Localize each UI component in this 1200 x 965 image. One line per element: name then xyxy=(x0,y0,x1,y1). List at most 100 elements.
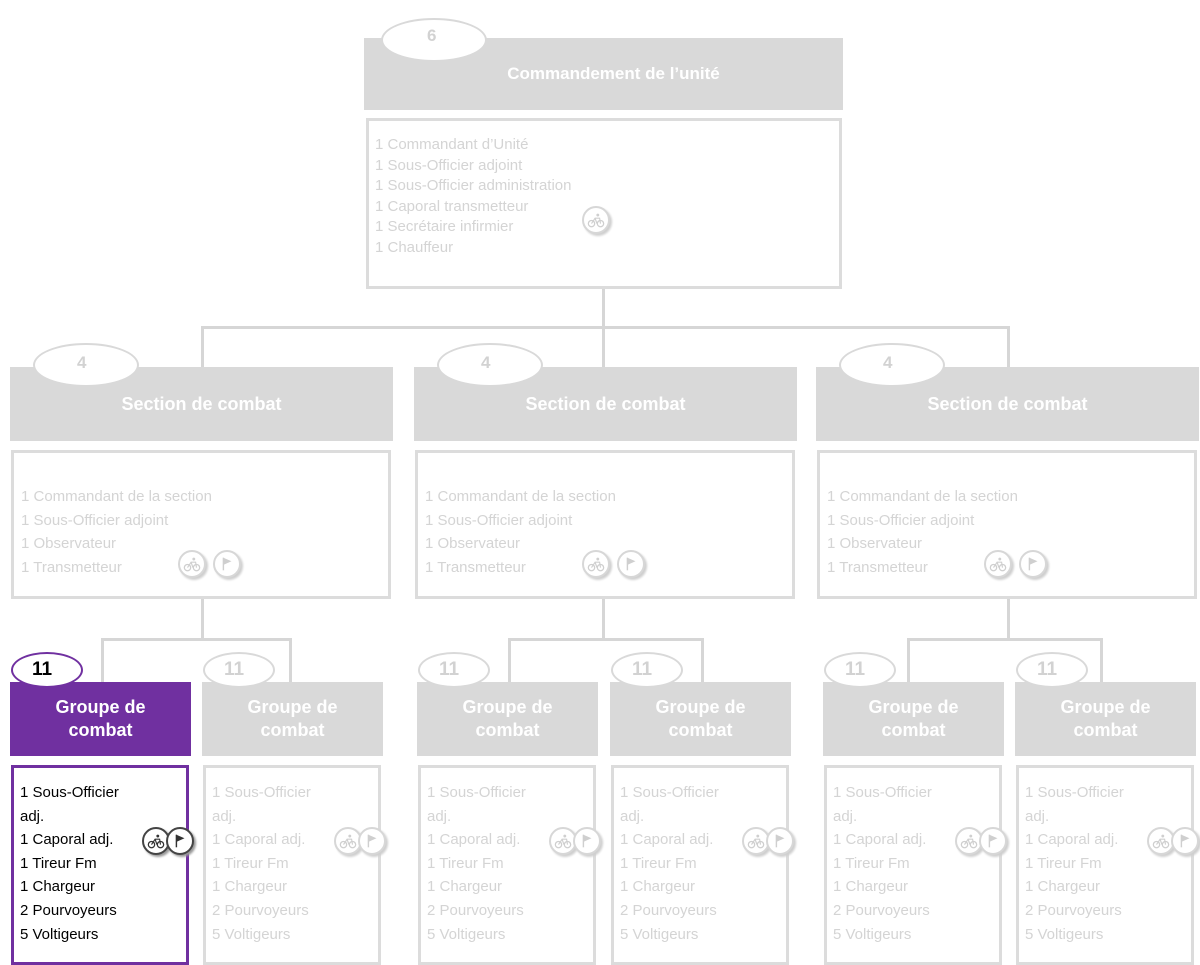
group-header: Groupe de combat xyxy=(202,682,383,756)
section-line: 1 Sous-Officier adjoint xyxy=(827,511,975,529)
group-title-line: Groupe de xyxy=(462,697,553,717)
connector-section-1-down xyxy=(201,598,204,640)
bicycle-icon xyxy=(582,206,610,234)
command-line: 1 Secrétaire infirmier xyxy=(375,218,514,236)
connector-section-2 xyxy=(602,326,605,368)
connector-section-3 xyxy=(1007,326,1010,368)
section-count: 4 xyxy=(77,353,87,372)
group-title-line: Groupe de xyxy=(868,697,959,717)
section-line: 1 Commandant de la section xyxy=(827,488,1018,505)
group-line: 2 Pourvoyeurs xyxy=(620,901,717,919)
group-line: 2 Pourvoyeurs xyxy=(1025,901,1122,919)
section-count: 4 xyxy=(883,353,893,372)
command-body: 1 Commandant d’Unité 1 Sous-Officier adj… xyxy=(366,118,842,289)
connector-section-3-down xyxy=(1007,598,1010,640)
section-count-badge: 4 xyxy=(33,343,139,387)
group-title-line: combat xyxy=(260,720,325,740)
group-count-badge: 11 xyxy=(1016,652,1088,688)
group-line: 1 Caporal adj. xyxy=(1025,831,1119,849)
flag-icon xyxy=(1171,827,1199,855)
section-line: 1 Observateur xyxy=(827,535,923,553)
group-line: 1 Tireur Fm xyxy=(620,854,697,872)
command-count: 6 xyxy=(427,26,437,45)
group-title-line: Groupe de xyxy=(247,697,338,717)
group-line: 1 Chargeur xyxy=(427,878,503,896)
connector-groups-3-h xyxy=(907,638,1103,641)
group-count-badge: 11 xyxy=(11,652,83,688)
command-line: 1 Chauffeur xyxy=(375,238,454,256)
section-line: 1 Sous-Officier adjoint xyxy=(425,511,573,529)
group-body: 1 Sous-Officier adj. 1 Caporal adj. 1 Tireu… xyxy=(611,765,789,965)
bicycle-icon xyxy=(142,827,170,855)
group-line: 1 Sous-Officier xyxy=(212,784,311,801)
group-line: 5 Voltigeurs xyxy=(20,925,99,943)
group-title-line: combat xyxy=(881,720,946,740)
group-line: adj. xyxy=(833,807,858,825)
group-header: Groupe de combat xyxy=(417,682,598,756)
group-line: 1 Sous-Officier xyxy=(1025,784,1124,801)
group-line: 2 Pourvoyeurs xyxy=(212,901,309,919)
connector-group-6 xyxy=(1100,638,1103,682)
group-count-badge: 11 xyxy=(203,652,275,688)
group-title-line: Groupe de xyxy=(55,697,146,717)
section-line: 1 Transmetteur xyxy=(21,558,122,576)
bicycle-icon xyxy=(582,550,610,578)
section-line: 1 Commandant de la section xyxy=(425,488,616,505)
section-line: 1 Observateur xyxy=(21,535,117,553)
flag-icon xyxy=(213,550,241,578)
section-header: Section de combat xyxy=(10,367,393,441)
connector-section-1 xyxy=(201,326,204,368)
flag-icon xyxy=(358,827,386,855)
group-title-line: combat xyxy=(475,720,540,740)
section-title: Section de combat xyxy=(525,393,686,414)
connector-horizontal-top xyxy=(201,326,1010,329)
group-line: 5 Voltigeurs xyxy=(1025,925,1104,943)
connector-group-3 xyxy=(508,638,511,682)
group-line: 1 Chargeur xyxy=(20,878,96,896)
section-count-badge: 4 xyxy=(839,343,945,387)
group-count-badge: 11 xyxy=(824,652,896,688)
connector-group-1 xyxy=(101,638,104,682)
group-line: 1 Chargeur xyxy=(833,878,909,896)
group-line: 1 Sous-Officier xyxy=(620,784,719,801)
group-count-badge: 11 xyxy=(611,652,683,688)
group-line: 2 Pourvoyeurs xyxy=(427,901,524,919)
group-title-line: combat xyxy=(668,720,733,740)
bicycle-icon xyxy=(178,550,206,578)
group-line: 1 Tireur Fm xyxy=(20,854,97,872)
group-line: 1 Chargeur xyxy=(1025,878,1101,896)
group-header: Groupe de combat xyxy=(823,682,1004,756)
group-line: 1 Caporal adj. xyxy=(833,831,927,849)
group-line: adj. xyxy=(427,807,452,825)
group-title-line: combat xyxy=(68,720,133,740)
connector-groups-1-h xyxy=(101,638,292,641)
flag-icon xyxy=(573,827,601,855)
group-line: 5 Voltigeurs xyxy=(427,925,506,943)
group-line: 1 Caporal adj. xyxy=(620,831,714,849)
connector-command-down xyxy=(602,288,605,328)
command-count-badge: 6 xyxy=(381,18,487,62)
flag-icon xyxy=(617,550,645,578)
command-line: 1 Sous-Officier administration xyxy=(375,177,572,195)
section-body: 1 Commandant de la section 1 Sous-Officie… xyxy=(817,450,1197,599)
group-title-line: Groupe de xyxy=(655,697,746,717)
group-count: 11 xyxy=(224,659,245,680)
connector-group-5 xyxy=(907,638,910,682)
group-line: adj. xyxy=(620,807,645,825)
group-line: 1 Tireur Fm xyxy=(427,854,504,872)
section-title: Section de combat xyxy=(927,393,1088,414)
group-line: 1 Caporal adj. xyxy=(427,831,521,849)
group-line: 2 Pourvoyeurs xyxy=(20,901,117,919)
group-count: 11 xyxy=(632,659,653,680)
group-line: 1 Chargeur xyxy=(212,878,288,896)
section-line: 1 Transmetteur xyxy=(827,558,928,576)
flag-icon xyxy=(766,827,794,855)
group-header: Groupe de combat xyxy=(610,682,791,756)
group-line: 1 Caporal adj. xyxy=(20,831,114,849)
section-body: 1 Commandant de la section 1 Sous-Officie… xyxy=(415,450,795,599)
